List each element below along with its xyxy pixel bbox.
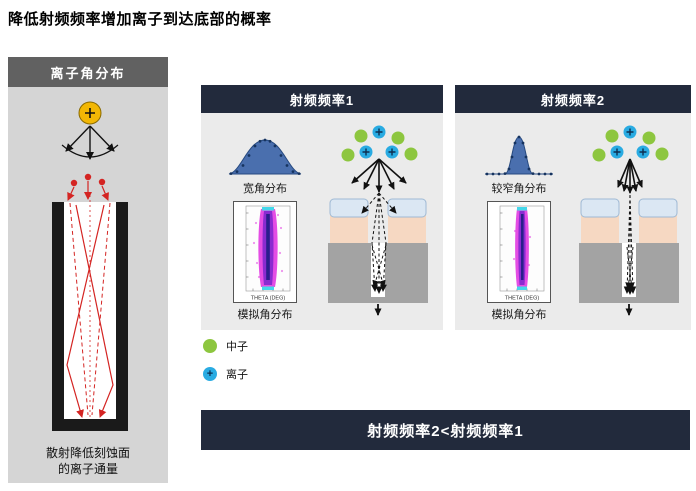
neutral-particle: [592, 148, 606, 162]
ion-angular-distribution-panel: 离子角分布: [8, 57, 168, 483]
ion-trajectories: [66, 195, 114, 418]
panel-2-simulation-plot: THETA (DEG): [487, 201, 551, 303]
rf-frequency-2-panel: 射频频率2 较窄角分布: [455, 85, 691, 330]
panel-1-trench-column: [313, 113, 443, 330]
sim-x-axis-label: THETA (DEG): [505, 296, 540, 302]
ion-legend-label: 离子: [226, 369, 248, 381]
narrow-angle-distribution-chart: [485, 135, 553, 176]
dotted-trajectories: [361, 192, 397, 294]
dotted-trajectories: [623, 194, 637, 295]
neutral-particle: [341, 148, 355, 162]
etch-stack: [579, 198, 679, 303]
narrow-arrow-fan: [617, 158, 643, 194]
panel-1-header: 射频频率1: [201, 85, 443, 113]
ion-source-icon: [78, 101, 102, 125]
ion-particle: [636, 145, 650, 159]
panel-1-charts-column: 宽角分布: [217, 113, 313, 330]
ion-particle: [610, 145, 624, 159]
neutral-legend-label: 中子: [226, 341, 248, 353]
neutral-particle: [655, 147, 669, 161]
ion-particle-icon: +: [203, 367, 217, 381]
wide-angle-distribution-chart: [228, 138, 302, 175]
panel-1-body: 宽角分布: [201, 113, 443, 330]
angular-fan-arrows: [61, 125, 119, 160]
neutral-particle: [391, 131, 405, 145]
neutral-particle: [642, 131, 656, 145]
left-panel-body: 散射降低刻蚀面 的离子通量: [8, 87, 168, 483]
conclusion-banner: 射频频率2<射频频率1: [201, 410, 690, 450]
etch-stack: [328, 198, 428, 303]
incident-ion-particles: [67, 173, 109, 201]
panel-1-simulation-label: 模拟角分布: [237, 309, 293, 321]
panel-1-trench-diagram: [328, 125, 428, 316]
ion-particle: [372, 125, 386, 139]
panel-2-charts-column: 较窄角分布: [471, 113, 567, 330]
panel-2-trench-diagram: [579, 125, 679, 316]
panel-1-distribution-label: 宽角分布: [243, 183, 287, 195]
panel-2-trench-column: [567, 113, 691, 330]
trench-scattering-diagram: [52, 101, 128, 431]
neutral-particle: [605, 129, 619, 143]
ion-particle: [359, 145, 373, 159]
sim-x-axis-label: THETA (DEG): [251, 296, 286, 302]
ion-particle: [385, 145, 399, 159]
wide-arrow-fan: [351, 158, 407, 193]
left-panel-caption: 散射降低刻蚀面 的离子通量: [8, 445, 168, 477]
caption-line-2: 的离子通量: [57, 461, 118, 476]
panel-2-body: 较窄角分布: [455, 113, 691, 330]
particle-cluster: [341, 125, 418, 162]
neutral-particle: [354, 129, 368, 143]
panel-2-distribution-label: 较窄角分布: [491, 183, 547, 195]
legend-row-neutral: 中子: [203, 338, 248, 354]
particle-cluster: [592, 125, 669, 162]
panel-2-header: 射频频率2: [455, 85, 691, 113]
rf-frequency-1-panel: 射频频率1 宽角分布: [201, 85, 443, 330]
legend-row-ion: + 离子: [203, 366, 248, 382]
particle-legend: 中子 + 离子: [203, 338, 248, 394]
caption-line-1: 散射降低刻蚀面: [45, 445, 130, 460]
figure-title: 降低射频频率增加离子到达底部的概率: [8, 11, 272, 28]
neutral-particle: [404, 147, 418, 161]
ion-particle: [623, 125, 637, 139]
panel-1-simulation-plot: THETA (DEG): [233, 201, 297, 303]
left-panel-header: 离子角分布: [8, 57, 168, 87]
neutral-particle-icon: [203, 339, 217, 353]
panel-2-simulation-label: 模拟角分布: [491, 309, 547, 321]
